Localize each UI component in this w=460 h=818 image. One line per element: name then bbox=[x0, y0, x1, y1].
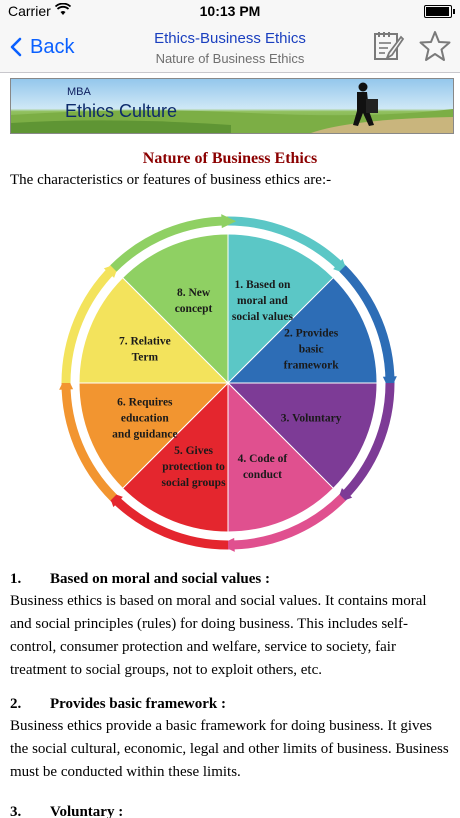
diagram-label-5-line-1: 5. Gives bbox=[174, 445, 213, 457]
section-1-title: Based on moral and social values : bbox=[50, 571, 271, 587]
diagram-ring-arc-3 bbox=[339, 382, 395, 501]
diagram-label-7-line-2: Term bbox=[132, 352, 159, 364]
section-1-heading: 1. Based on moral and social values : bbox=[10, 571, 270, 588]
diagram-label-4: 4. Code of conduct bbox=[238, 453, 288, 481]
diagram-label-6-line-1: 6. Requires bbox=[117, 396, 173, 408]
back-label: Back bbox=[30, 35, 75, 58]
diagram-ring-arc-4 bbox=[227, 494, 346, 550]
diagram-label-4-line-1: 4. Code of bbox=[238, 453, 288, 465]
diagram-label-2: 2. Provides basic framework bbox=[284, 328, 340, 372]
diagram-label-1-line-3: social values bbox=[232, 311, 294, 323]
diagram-label-3: 3. Voluntary bbox=[281, 412, 342, 424]
diagram-label-6-line-3: and guidance bbox=[112, 428, 178, 440]
diagram-label-1: 1. Based on moral and social values bbox=[232, 279, 294, 323]
diagram-label-1-line-1: 1. Based on bbox=[234, 279, 291, 291]
diagram-ring-arc-7 bbox=[61, 265, 117, 384]
carrier-label: Carrier bbox=[8, 3, 51, 19]
diagram-label-8-line-1: 8. New bbox=[177, 287, 211, 299]
diagram-inner-border bbox=[76, 231, 380, 535]
banner-title: Ethics Culture bbox=[65, 101, 178, 121]
notes-icon[interactable] bbox=[371, 29, 405, 63]
navigation-bar: Back Ethics-Business Ethics Nature of Bu… bbox=[0, 22, 460, 73]
section-3-heading: 3. Voluntary : bbox=[10, 804, 123, 818]
section-3-number: 3. bbox=[10, 804, 22, 818]
diagram-arrow-8 bbox=[221, 214, 237, 229]
person-running-icon bbox=[353, 82, 378, 126]
diagram-ring-arc-8 bbox=[110, 216, 229, 272]
nav-subtitle: Nature of Business Ethics bbox=[155, 51, 305, 66]
favorite-star-icon[interactable] bbox=[418, 29, 452, 63]
section-1-number: 1. bbox=[10, 571, 22, 587]
diagram-label-2-line-1: 2. Provides bbox=[284, 328, 339, 340]
ethics-culture-banner: MBA Ethics Culture bbox=[10, 78, 454, 134]
chevron-left-icon bbox=[10, 37, 22, 57]
section-2-number: 2. bbox=[10, 696, 22, 712]
section-2-heading: 2. Provides basic framework : bbox=[10, 696, 226, 713]
diagram-label-1-line-2: moral and bbox=[237, 295, 288, 307]
diagram-label-5-line-3: social groups bbox=[162, 477, 227, 489]
diagram-label-5-line-2: protection to bbox=[162, 461, 225, 473]
banner-landscape bbox=[11, 109, 453, 133]
diagram-label-2-line-2: basic bbox=[299, 344, 324, 356]
diagram-label-6: 6. Requires education and guidance bbox=[112, 396, 178, 440]
banner-mba-label: MBA bbox=[67, 86, 91, 98]
diagram-label-8-line-2: concept bbox=[175, 303, 213, 315]
section-2-title: Provides basic framework : bbox=[50, 696, 226, 712]
page-title: Nature of Business Ethics bbox=[142, 150, 318, 167]
diagram-ring-arc-1 bbox=[227, 216, 346, 272]
diagram-label-8: 8. New concept bbox=[175, 287, 213, 315]
section-2-body: Business ethics provide a basic framewor… bbox=[10, 718, 449, 780]
diagram-label-4-line-2: conduct bbox=[243, 469, 282, 481]
status-bar: Carrier 10:13 PM bbox=[0, 0, 460, 22]
diagram-ring-arc-2 bbox=[339, 265, 395, 384]
battery-icon bbox=[424, 5, 455, 18]
diagram-label-6-line-2: education bbox=[121, 412, 170, 424]
wifi-icon bbox=[55, 3, 71, 15]
business-ethics-features-diagram: 1. Based on moral and social values 2. Prov… bbox=[59, 214, 397, 552]
nav-title: Ethics-Business Ethics bbox=[154, 30, 306, 47]
diagram-label-5: 5. Gives protection to social groups bbox=[162, 445, 227, 489]
diagram-label-2-line-3: framework bbox=[284, 360, 340, 372]
diagram-label-3-line-1: 3. Voluntary bbox=[281, 412, 342, 424]
diagram-label-7-line-1: 7. Relative bbox=[119, 336, 171, 348]
section-1-body: Business ethics is based on moral and so… bbox=[10, 593, 427, 678]
back-button[interactable]: Back bbox=[10, 32, 74, 62]
status-time: 10:13 PM bbox=[199, 3, 261, 19]
section-3-title: Voluntary : bbox=[50, 804, 124, 818]
diagram-ring-arc-5 bbox=[110, 494, 229, 550]
content-area[interactable]: MBA Ethics Culture Nature of Business Et… bbox=[0, 73, 460, 818]
diagram-ring-arc-6 bbox=[61, 382, 117, 501]
intro-text: The characteristics or features of busin… bbox=[10, 172, 332, 188]
